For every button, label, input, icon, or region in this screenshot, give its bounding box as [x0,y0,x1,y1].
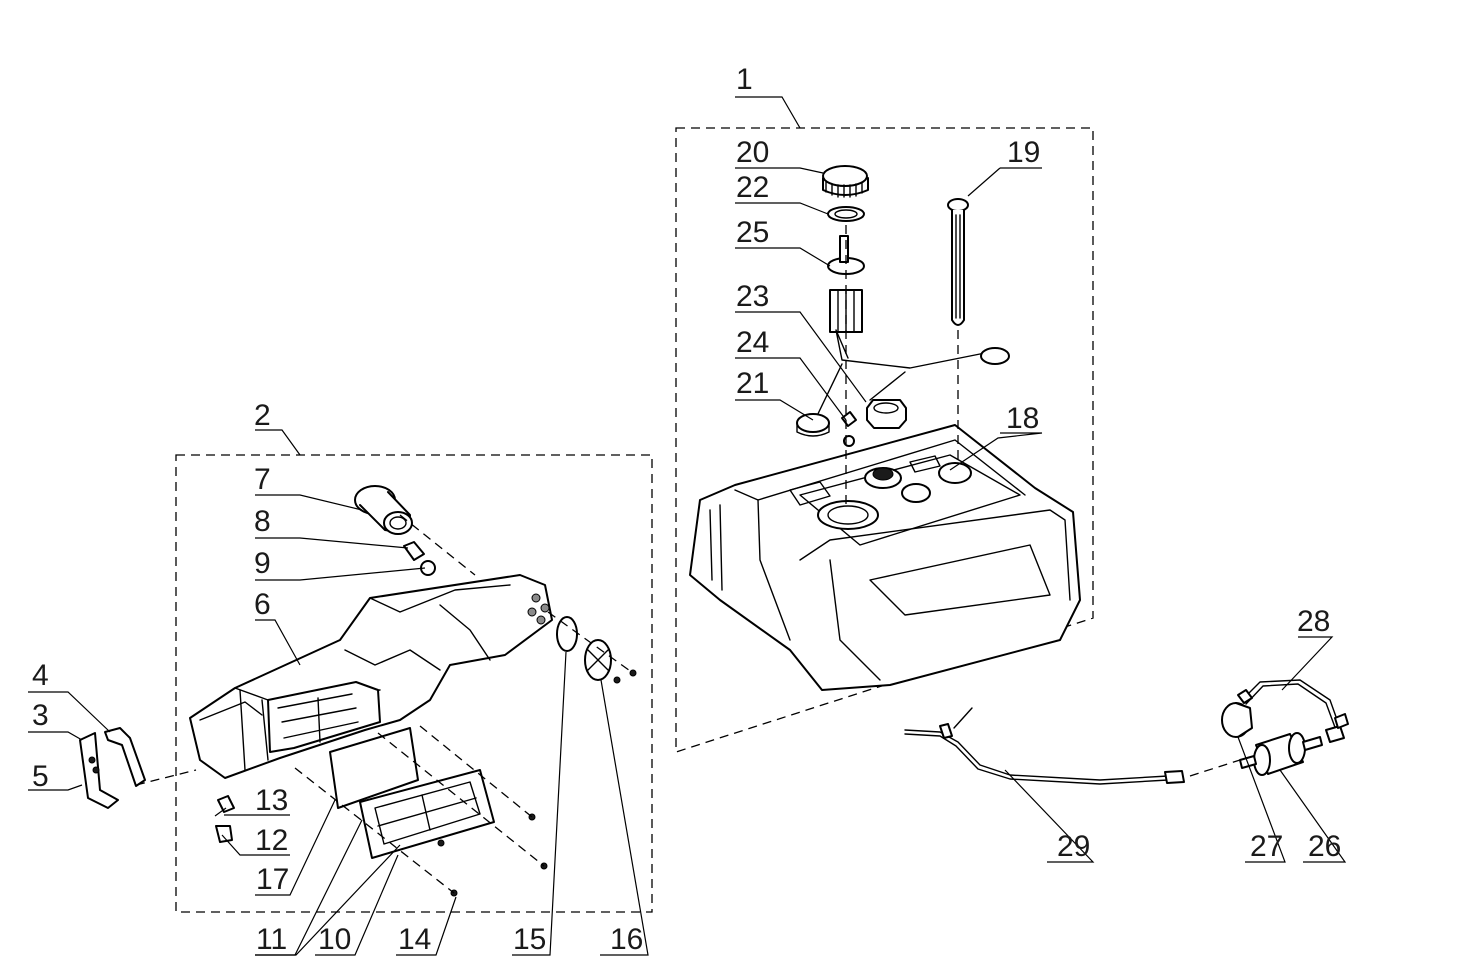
callout-13: 13 [255,784,288,817]
callout-9: 9 [254,547,271,580]
leader-lines [28,96,1347,956]
callout-14: 14 [398,923,431,956]
fuel-level-gauge-rod [947,198,969,326]
filter-clamp [1221,702,1253,738]
screw [403,541,425,561]
callout-3: 3 [32,699,49,732]
callout-26: 26 [1308,830,1341,863]
hose-clamp [215,795,235,843]
callout-27: 27 [1250,830,1283,863]
callout-10: 10 [318,923,351,956]
callout-7: 7 [254,463,271,496]
callout-labels: 1 2 3 4 5 6 7 8 9 10 11 12 13 14 15 16 1… [32,63,1341,956]
callout-8: 8 [254,505,271,538]
cap-seal-ring [827,206,865,222]
fuel-tank [689,424,1081,691]
filler-nut [866,399,907,429]
cover-plate [584,639,637,684]
intake-boot [354,485,413,535]
vent-hose [1237,679,1349,743]
callout-20: 20 [736,136,769,169]
callout-15: 15 [513,923,546,956]
callout-11: 11 [256,923,287,956]
callout-19: 19 [1007,136,1040,169]
callout-2: 2 [254,399,271,432]
fuel-filter [1239,732,1323,776]
callout-18: 18 [1006,402,1039,435]
callout-12: 12 [255,824,288,857]
rubber-strap [104,727,146,787]
callout-23: 23 [736,280,769,313]
callout-21: 21 [736,367,769,400]
callout-22: 22 [736,171,769,204]
callout-17: 17 [256,863,289,896]
fuel-cap [822,165,869,198]
fuel-sender-unit [827,235,865,333]
callout-29: 29 [1057,830,1090,863]
group-box-1 [675,127,1094,753]
callout-28: 28 [1297,605,1330,638]
callout-24: 24 [736,326,769,359]
callout-16: 16 [610,923,643,956]
fuel-hose [904,707,1185,785]
callout-1: 1 [736,63,753,96]
callout-6: 6 [254,588,271,621]
gasket-ring [556,616,578,652]
air-filter-housing [189,574,553,779]
tube-fitting [796,347,1010,437]
callout-25: 25 [736,216,769,249]
breather-tube [835,329,991,369]
group-box-2 [175,454,653,913]
mounting-bracket [79,732,119,809]
filter-element-frame [359,769,495,859]
callout-5: 5 [32,760,49,793]
callout-4: 4 [32,659,49,692]
